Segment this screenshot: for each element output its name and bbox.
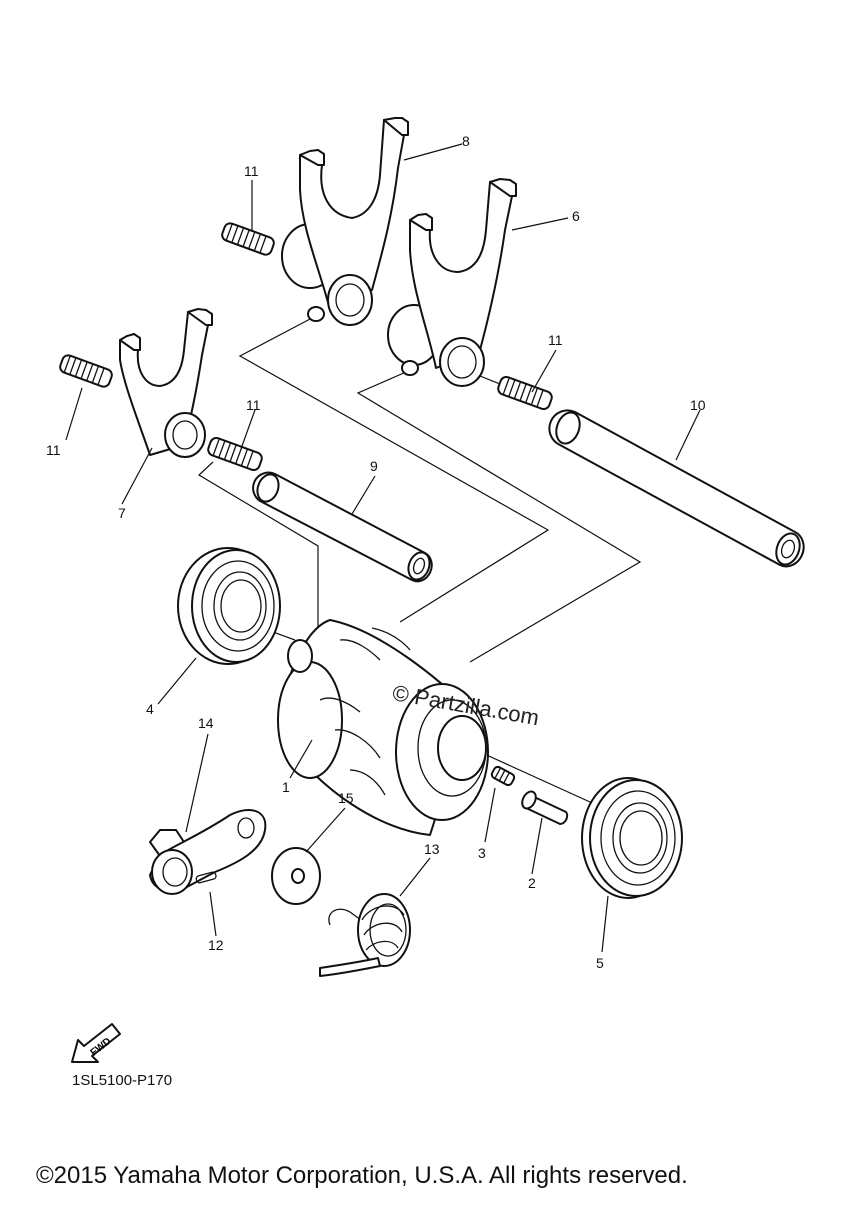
callout-11-top[interactable]: 11 [244, 163, 259, 179]
torsion-spring-13[interactable] [319, 893, 411, 977]
callout-3[interactable]: 3 [478, 845, 486, 861]
callout-6[interactable]: 6 [572, 208, 580, 224]
shift-lever-12[interactable] [149, 809, 267, 895]
washer-15[interactable] [271, 847, 321, 905]
bearing-4[interactable] [177, 547, 281, 665]
callout-9[interactable]: 9 [370, 458, 378, 474]
callout-15[interactable]: 15 [338, 790, 354, 806]
callout-4[interactable]: 4 [146, 701, 154, 717]
fwd-arrow-icon: FWD [71, 1023, 121, 1063]
callout-numbers: 8 6 11 11 11 11 10 9 7 4 1 3 2 5 14 15 1… [46, 133, 706, 971]
spring-11-left[interactable] [58, 354, 113, 389]
shift-fork-8[interactable] [281, 117, 409, 326]
callout-13[interactable]: 13 [424, 841, 440, 857]
guide-bar-9[interactable] [252, 471, 433, 583]
shift-fork-6[interactable] [387, 178, 517, 387]
spring-11-top[interactable] [220, 222, 275, 257]
pin-2[interactable] [519, 789, 569, 825]
bearing-5[interactable] [581, 777, 683, 899]
callout-11-right[interactable]: 11 [548, 332, 563, 348]
callout-leaders [65, 143, 701, 953]
shift-fork-7[interactable] [119, 308, 213, 458]
pin-3[interactable] [490, 765, 516, 787]
assembly-lines [198, 317, 642, 813]
callout-2[interactable]: 2 [528, 875, 536, 891]
guide-bar-10[interactable] [548, 409, 805, 568]
callout-14[interactable]: 14 [198, 715, 214, 731]
callout-10[interactable]: 10 [690, 397, 706, 413]
spring-11-middle[interactable] [207, 436, 264, 472]
callout-12[interactable]: 12 [208, 937, 224, 953]
callout-11-middle[interactable]: 11 [246, 397, 261, 413]
shift-drum-1[interactable] [277, 619, 489, 836]
callout-7[interactable]: 7 [118, 505, 126, 521]
callout-1[interactable]: 1 [282, 779, 290, 795]
diagram-code: 1SL5100-P170 [72, 1072, 173, 1089]
callout-5[interactable]: 5 [596, 955, 604, 971]
copyright-notice: ©2015 Yamaha Motor Corporation, U.S.A. A… [36, 1162, 688, 1189]
spring-11-right[interactable] [497, 375, 554, 411]
callout-8[interactable]: 8 [462, 133, 470, 149]
callout-11-left[interactable]: 11 [46, 442, 61, 458]
